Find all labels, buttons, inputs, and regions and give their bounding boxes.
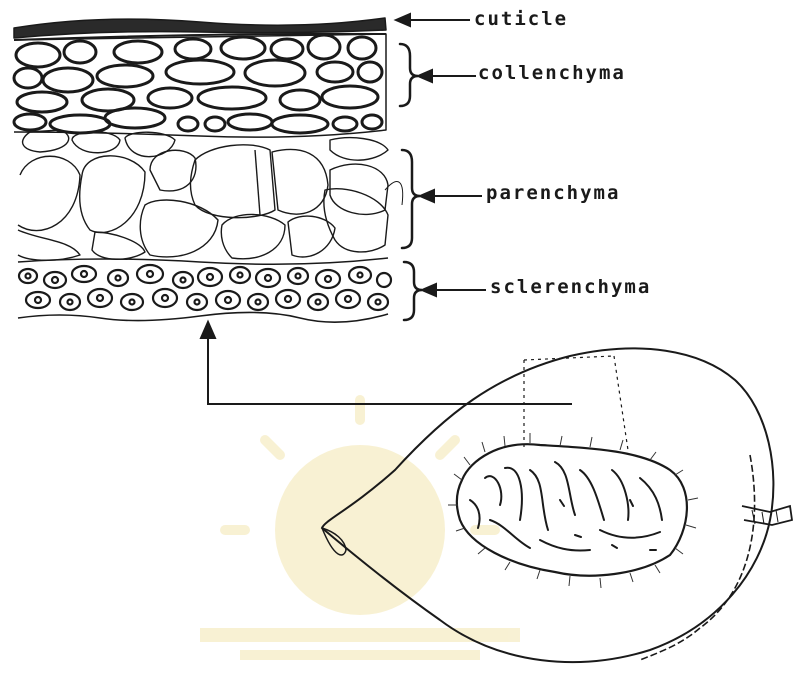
collenchyma-arrowhead [418, 70, 432, 82]
collenchyma-brace [400, 44, 418, 106]
tissue-section [14, 18, 403, 322]
fruit-seed [448, 433, 698, 588]
section-pointer [201, 322, 572, 404]
layer-braces [400, 44, 422, 320]
sclerenchyma-arrowhead [422, 284, 436, 296]
fruit-stalk [742, 506, 792, 525]
cuticle-arrowhead [396, 14, 410, 26]
watermark-emblem [200, 400, 520, 660]
sclerenchyma-boundary [18, 258, 388, 264]
parenchyma-arrowhead [420, 190, 434, 202]
label-parenchyma: parenchyma [486, 182, 620, 204]
parenchyma-brace [402, 150, 420, 248]
sclerenchyma-brace [404, 262, 422, 320]
label-collenchyma: collenchyma [478, 62, 626, 84]
label-sclerenchyma: sclerenchyma [490, 276, 651, 298]
parenchyma-layer [18, 130, 403, 260]
sclerenchyma-layer [18, 265, 391, 322]
label-cuticle: cuticle [474, 8, 568, 30]
collenchyma-layer [14, 34, 386, 137]
